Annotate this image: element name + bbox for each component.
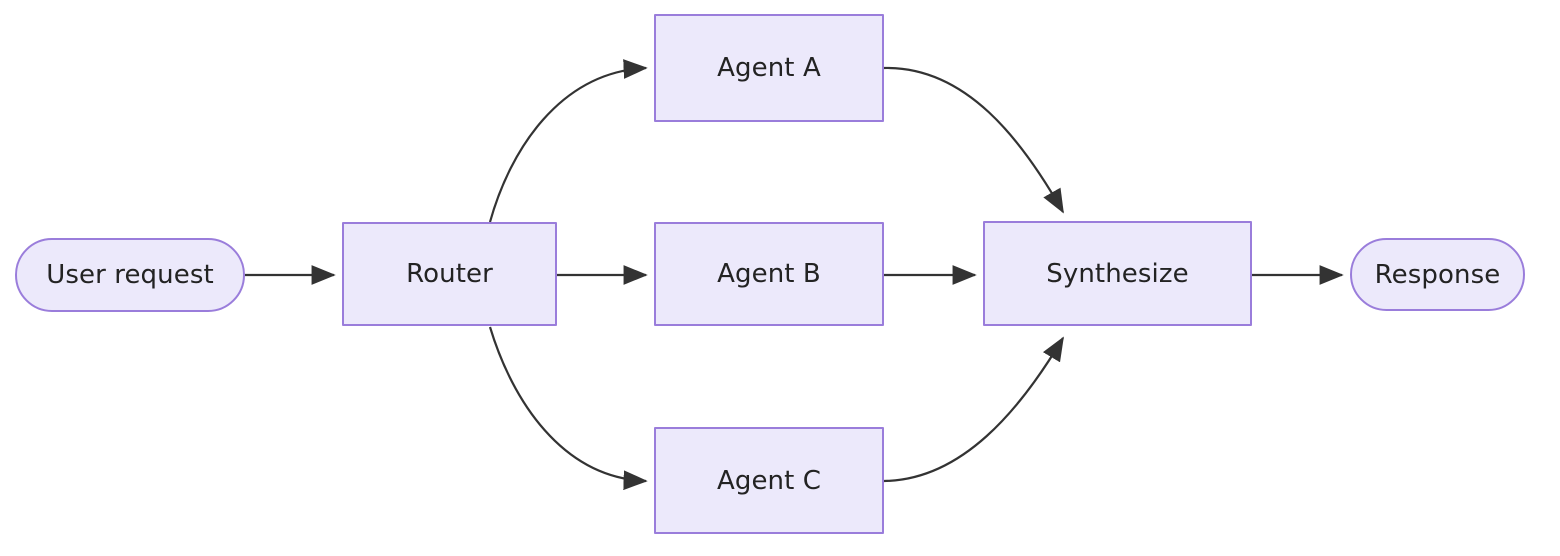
node-response[interactable]: Response [1350, 238, 1525, 311]
edge-agent-a-to-synthesize [883, 66, 1064, 214]
node-label: Router [406, 259, 493, 289]
node-label: Agent B [717, 259, 821, 289]
node-agent-b[interactable]: Agent B [654, 222, 884, 326]
edge-router-to-agent-a [488, 59, 648, 223]
node-label: Agent C [716, 465, 822, 496]
edge-agent-c-to-synthesize [883, 336, 1064, 483]
node-label: User request [46, 260, 214, 290]
node-router[interactable]: Router [342, 222, 557, 326]
edge-router-to-agent-c [488, 326, 648, 491]
node-user-request[interactable]: User request [15, 238, 245, 312]
node-synthesize[interactable]: Synthesize [983, 221, 1252, 326]
node-label: Synthesize [1046, 258, 1189, 289]
node-label: Response [1374, 259, 1501, 290]
node-agent-c[interactable]: Agent C [654, 427, 884, 534]
node-agent-a[interactable]: Agent A [654, 14, 884, 122]
node-label: Agent A [717, 53, 821, 83]
